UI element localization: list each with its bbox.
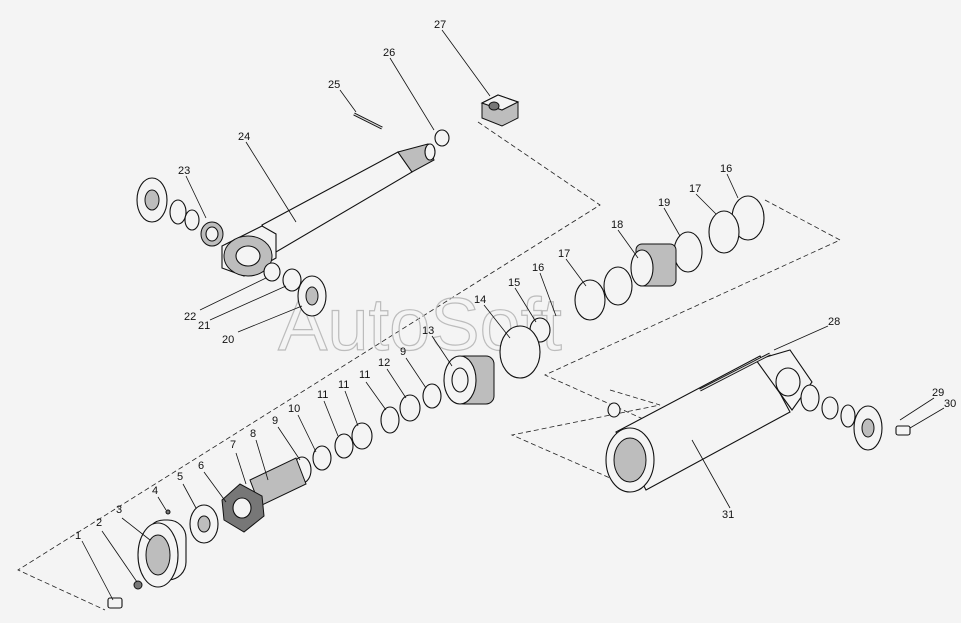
part-24-rod — [221, 143, 436, 277]
callout-3: 3 — [116, 504, 122, 516]
parts-4-6-washer — [165, 504, 219, 544]
parts-16-19-rings — [499, 195, 765, 379]
callout-10: 10 — [288, 403, 300, 415]
callout-14: 14 — [474, 294, 486, 306]
parts-20-22-seals — [263, 262, 327, 317]
callout-15: 15 — [508, 277, 520, 289]
callout-numbers: 1 2 3 4 5 6 7 8 9 10 11 11 11 12 9 13 14… — [75, 19, 956, 542]
part-27-block — [480, 94, 520, 127]
callout-23: 23 — [178, 165, 190, 177]
part-23-flange — [136, 177, 224, 247]
callout-9a: 9 — [272, 415, 278, 427]
callout-2: 2 — [96, 517, 102, 529]
callout-22: 22 — [184, 311, 196, 323]
part-26-ring — [434, 129, 450, 147]
parts-1-2-bolt — [107, 580, 143, 609]
callout-26: 26 — [383, 47, 395, 59]
callout-1: 1 — [75, 530, 81, 542]
callout-11b: 11 — [338, 379, 349, 391]
callout-21: 21 — [198, 320, 210, 332]
callout-7: 7 — [230, 439, 236, 451]
callout-28: 28 — [828, 316, 840, 328]
callout-4: 4 — [152, 485, 158, 497]
leader-lines — [81, 29, 945, 601]
callout-5: 5 — [177, 471, 183, 483]
callout-8: 8 — [250, 428, 256, 440]
callout-25: 25 — [328, 79, 340, 91]
callout-16a: 16 — [532, 262, 544, 274]
part-3-end-cap — [137, 519, 187, 588]
callout-9b: 9 — [400, 346, 406, 358]
callout-19: 19 — [658, 197, 670, 209]
callout-6: 6 — [198, 460, 204, 472]
callout-11a: 11 — [317, 389, 328, 401]
parts-29-30-end-parts — [800, 384, 911, 451]
callout-11c: 11 — [359, 369, 370, 381]
callout-16b: 16 — [720, 163, 732, 175]
part-25-pin — [353, 112, 383, 130]
callout-29: 29 — [932, 387, 944, 399]
part-31-cylinder — [605, 349, 813, 493]
callout-17b: 17 — [689, 183, 701, 195]
callout-27: 27 — [434, 19, 446, 31]
part-28-pipe — [699, 352, 771, 392]
callout-18: 18 — [611, 219, 623, 231]
callout-17a: 17 — [558, 248, 570, 260]
part-13-gland — [443, 355, 495, 405]
callout-12: 12 — [378, 357, 390, 369]
parts-9-12-seal-rings — [292, 383, 442, 484]
callout-24: 24 — [238, 131, 250, 143]
callout-13: 13 — [422, 325, 434, 337]
callout-31: 31 — [722, 509, 734, 521]
callout-20: 20 — [222, 334, 234, 346]
part-7-nut — [221, 483, 265, 533]
callout-30: 30 — [944, 398, 956, 410]
